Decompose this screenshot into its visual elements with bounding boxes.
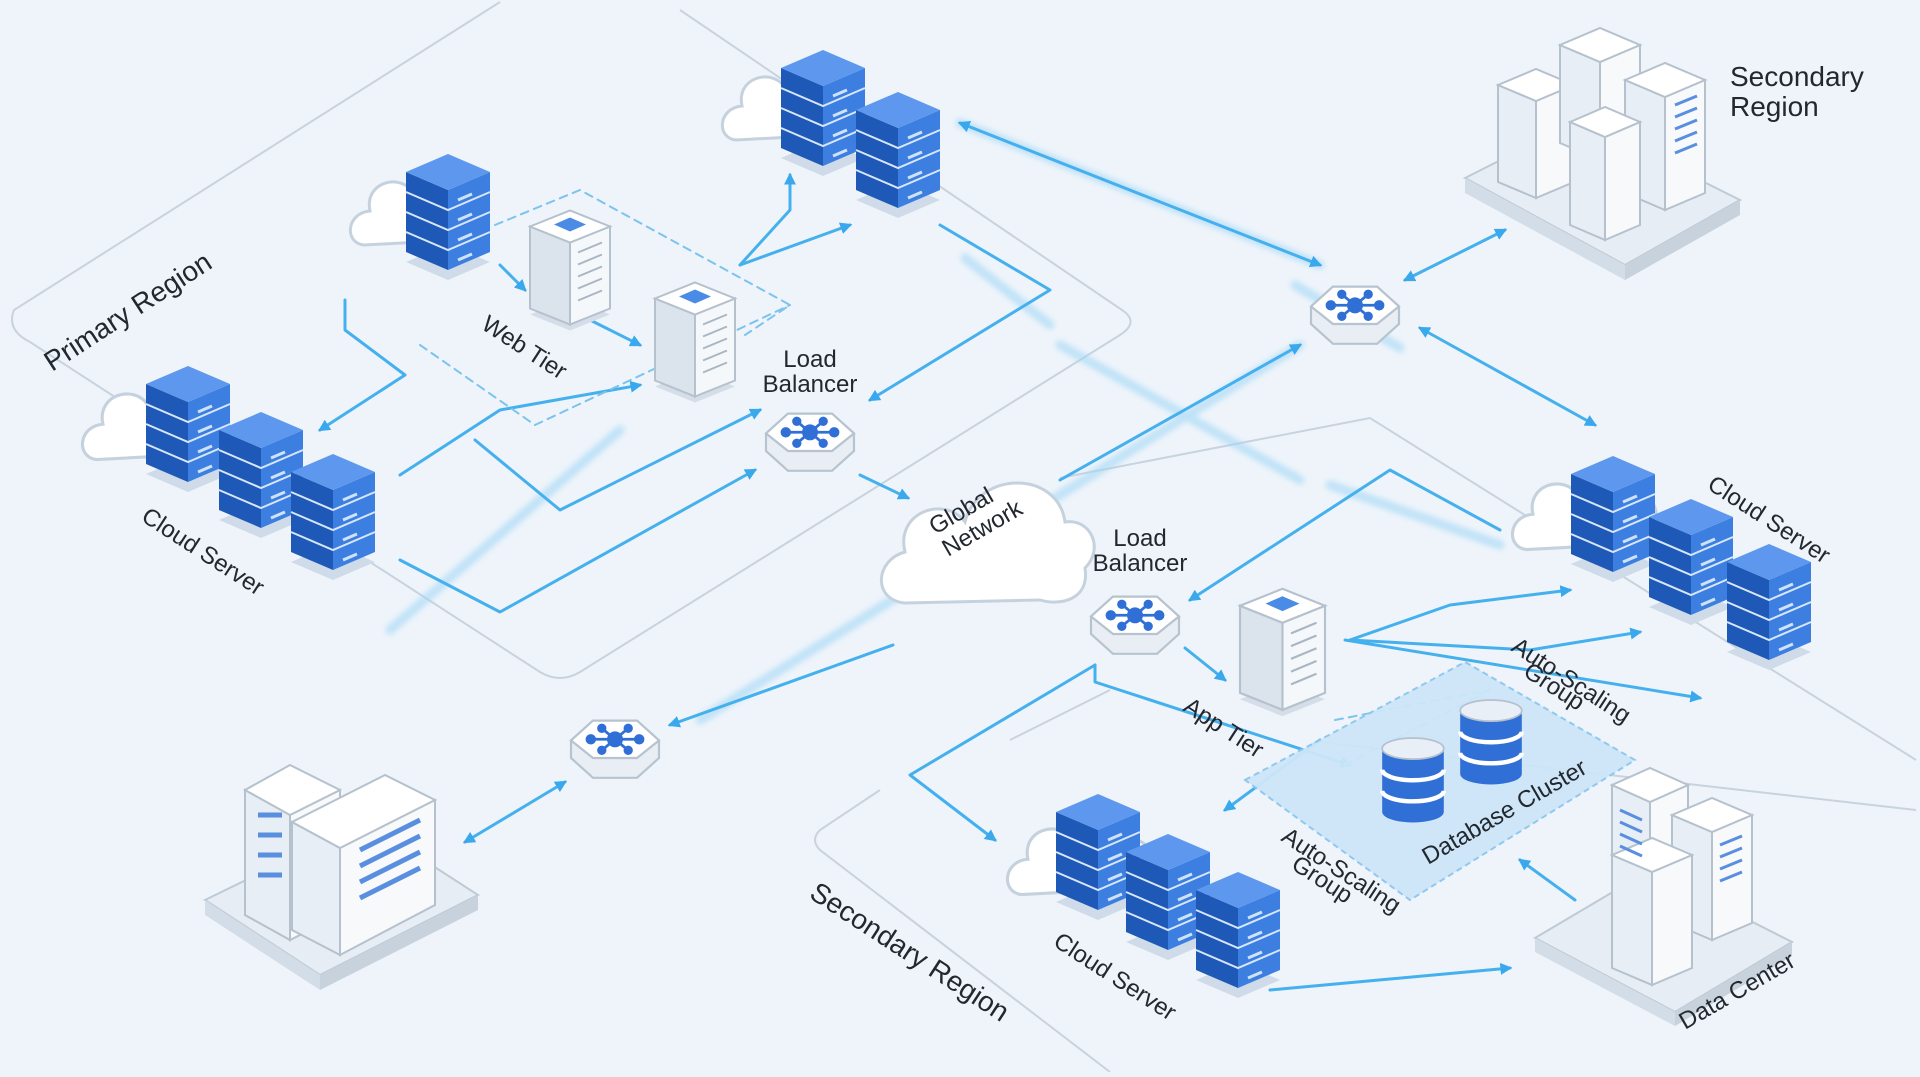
server-icon bbox=[217, 410, 305, 540]
database-icon bbox=[1460, 700, 1522, 784]
load-balancer-top-icon bbox=[764, 412, 856, 473]
primary-region-label: Primary Region bbox=[38, 246, 217, 377]
web-tier-rack-icon bbox=[528, 209, 612, 332]
global-network-cloud bbox=[879, 481, 1096, 605]
connection-lines bbox=[317, 118, 1703, 992]
secondary-region-buildings bbox=[1462, 26, 1743, 280]
load-balancer-top-label: Load bbox=[783, 346, 836, 373]
database-icon bbox=[1382, 738, 1444, 822]
cloud-server-bottom bbox=[1005, 792, 1282, 1000]
server-icon bbox=[854, 90, 942, 220]
server-icon bbox=[1194, 870, 1282, 1000]
network-hub-icon bbox=[1309, 285, 1401, 346]
load-balancer-mid-icon bbox=[1089, 595, 1181, 656]
web-tier-rack-icon bbox=[653, 281, 737, 404]
cloud-server-right bbox=[1510, 454, 1813, 672]
secondary-region-top-label: Secondary bbox=[1730, 61, 1864, 92]
server-icon bbox=[1647, 497, 1735, 627]
network-hub-icon bbox=[569, 719, 661, 780]
data-center-building bbox=[1532, 766, 1795, 1026]
load-balancer-top-label-line2: Balancer bbox=[763, 371, 858, 398]
cloud-server-left bbox=[80, 364, 377, 582]
load-balancer-mid-label-line2: Balancer bbox=[1093, 550, 1188, 577]
server-icon bbox=[144, 364, 232, 494]
server-icon bbox=[1569, 454, 1657, 584]
database-cluster-panel bbox=[1243, 660, 1637, 902]
cloud-server-top bbox=[720, 48, 942, 220]
app-tier-rack-icon bbox=[1238, 587, 1327, 718]
web-server-cloud bbox=[348, 152, 492, 282]
load-balancer-mid-label: Load bbox=[1113, 525, 1166, 552]
secondary-region-top-label-line2: Region bbox=[1730, 91, 1819, 122]
server-icon bbox=[289, 452, 377, 582]
server-icon bbox=[779, 48, 867, 178]
server-icon bbox=[404, 152, 492, 282]
secondary-region-bottom-label: Secondary Region bbox=[805, 876, 1015, 1027]
office-building bbox=[202, 763, 481, 990]
server-icon bbox=[1725, 542, 1813, 672]
